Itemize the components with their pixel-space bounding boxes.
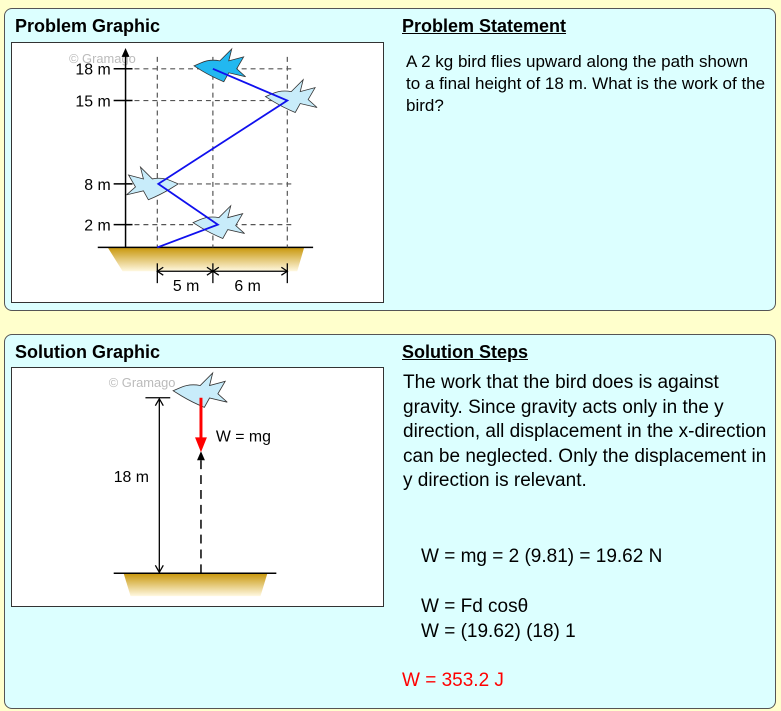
y-label-18: 18 m [75, 62, 110, 79]
flight-path [156, 67, 290, 249]
ground [123, 573, 268, 597]
y-label-2: 2 m [84, 218, 110, 235]
x-label-6: 6 m [234, 278, 260, 295]
force-label: W = mg [216, 428, 271, 445]
bird [172, 371, 228, 408]
watermark: © Gramago [69, 51, 136, 66]
answer: W = 353.2 J [402, 670, 504, 691]
problem-statement-text: A 2 kg bird flies upward along the path … [406, 52, 766, 115]
problem-statement-title: Problem Statement [402, 16, 567, 36]
equation-weight: W = mg = 2 (9.81) = 19.62 N [421, 546, 663, 567]
ground [107, 247, 305, 272]
equation-work-formula: W = Fd cosθ [421, 596, 529, 617]
dimension-lines [156, 263, 289, 284]
watermark: © Gramago [109, 375, 176, 390]
problem-graphic: © Gramago 18 m 15 m 8 m 2 m 5 m 6 m [11, 42, 384, 303]
height-label: 18 m [114, 469, 149, 486]
solution-steps-title: Solution Steps [402, 342, 528, 362]
height-dimension [145, 397, 171, 574]
y-label-8: 8 m [84, 177, 110, 194]
problem-diagram: © Gramago 18 m 15 m 8 m 2 m 5 m 6 m [69, 47, 318, 295]
solution-diagram: © Gramago 18 m W = mg [109, 371, 277, 597]
problem-graphic-title: Problem Graphic [15, 16, 161, 36]
equation-work-substitution: W = (19.62) (18) 1 [421, 621, 576, 642]
x-label-5: 5 m [173, 278, 199, 295]
solution-graphic: © Gramago 18 m W = mg [11, 367, 384, 607]
y-label-15: 15 m [75, 94, 110, 111]
solution-graphic-title: Solution Graphic [15, 342, 161, 362]
solution-explanation: The work that the bird does is against g… [403, 372, 767, 492]
